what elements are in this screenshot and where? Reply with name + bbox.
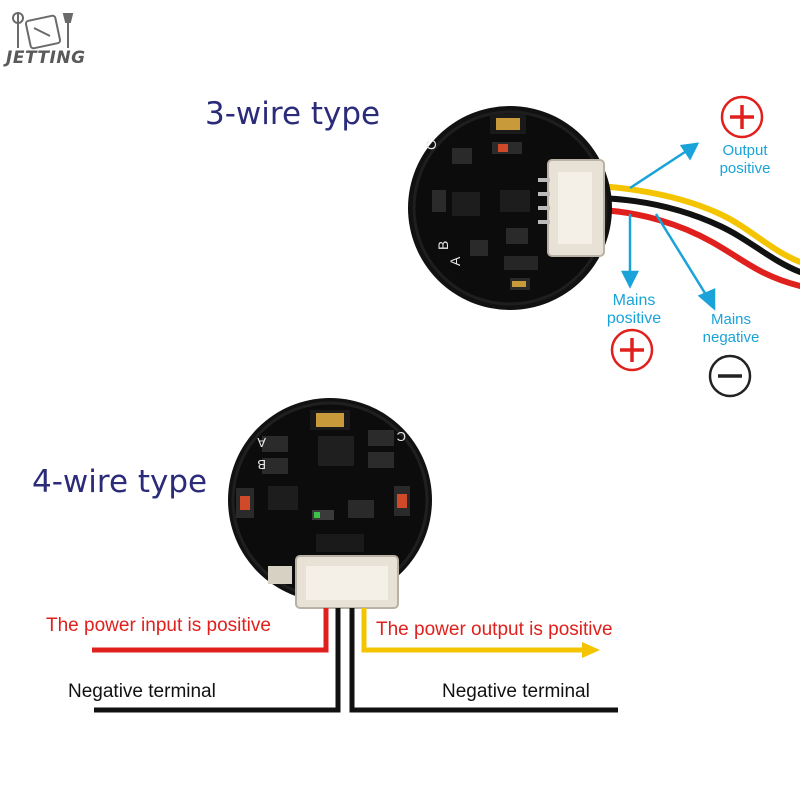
three-wire-letter-b: B [435,241,451,250]
power-input-label: The power input is positive [46,615,271,636]
jetting-logo [12,12,74,50]
three-wire-board [408,106,612,310]
four-wire-letter-a: A [257,435,266,450]
mains-negative-label: Mains negative [702,311,760,346]
three-wire-letter-a: A [447,256,463,266]
arrow-mains-negative [654,213,710,299]
four-wire-letter-c: C [397,429,406,444]
three-wire-letter-c: C [423,140,439,150]
four-wire-title: 4-wire type [32,464,208,500]
mains-positive-label: Mains positive [606,292,662,327]
four-wire-letter-b: B [257,457,266,472]
four-wire-cables [92,608,618,713]
logo-text: JETTING [6,48,86,68]
negative-terminal-left-label: Negative terminal [68,681,216,702]
three-wire-title: 3-wire type [205,96,381,132]
power-output-label: The power output is positive [376,619,613,640]
output-positive-label: Output positive [719,142,771,177]
four-wire-board [228,398,432,609]
arrow-output-positive [629,148,689,190]
output-plus-symbol [720,95,764,139]
negative-terminal-right-label: Negative terminal [442,681,590,702]
three-wire-cable [597,183,800,289]
mains-plus-symbol [610,328,654,372]
mains-minus-symbol [708,354,752,398]
